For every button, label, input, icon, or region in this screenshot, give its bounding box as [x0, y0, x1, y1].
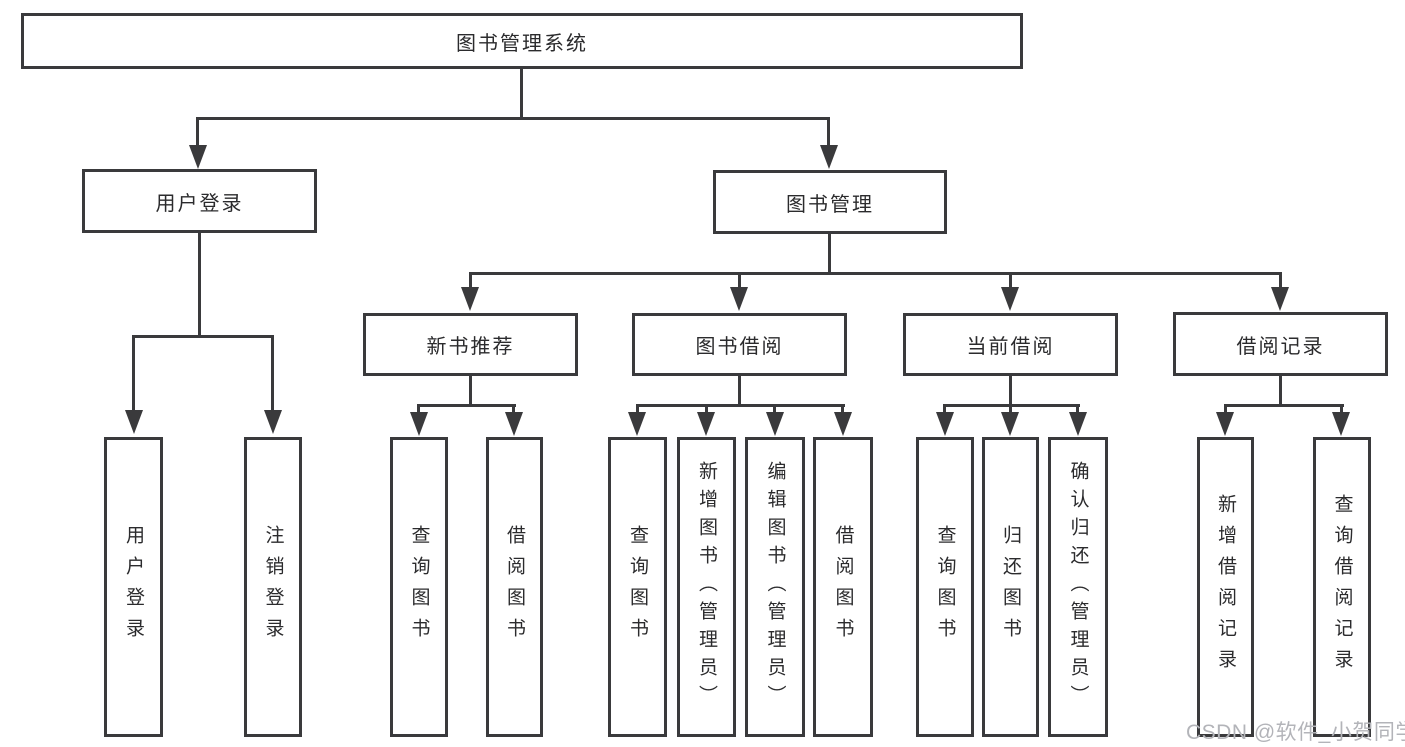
connector-drop	[512, 404, 515, 414]
leaf-query-books-2: 查询图书	[608, 437, 667, 737]
leaf-query-books-1: 查询图书	[390, 437, 448, 737]
arrow-down-icon	[189, 145, 207, 169]
leaf-add-books-admin: 新增图书（管理员）	[677, 437, 736, 737]
arrow-down-icon	[834, 412, 852, 436]
connector-root-bar	[196, 117, 830, 120]
connector-borrow-records-stem	[1279, 376, 1282, 406]
arrow-down-icon	[505, 412, 523, 436]
connector-borrow-records-bar	[1224, 404, 1344, 407]
connector-book-mgmt-drop	[827, 117, 830, 147]
connector-level3-bar	[469, 272, 1282, 275]
leaf-query-borrow-record: 查询借阅记录	[1313, 437, 1371, 737]
arrow-down-icon	[1001, 287, 1019, 311]
arrow-down-icon	[936, 412, 954, 436]
node-current-borrow: 当前借阅	[903, 313, 1118, 376]
arrow-down-icon	[410, 412, 428, 436]
leaf-query-books-3: 查询图书	[916, 437, 974, 737]
node-borrow-records: 借阅记录	[1173, 312, 1388, 376]
connector-drop	[636, 404, 639, 414]
arrow-down-icon	[820, 145, 838, 169]
arrow-down-icon	[1332, 412, 1350, 436]
connector-leaf-logout-drop	[271, 335, 274, 412]
connector-book-borrow-stem	[738, 376, 741, 406]
connector-user-login-drop	[196, 117, 199, 147]
connector-drop	[417, 404, 420, 414]
connector-user-login-bar	[132, 335, 274, 338]
leaf-borrow-books-2: 借阅图书	[813, 437, 873, 737]
node-new-book-recommend: 新书推荐	[363, 313, 578, 376]
leaf-edit-books-admin: 编辑图书（管理员）	[745, 437, 805, 737]
arrow-down-icon	[628, 412, 646, 436]
connector-drop	[1340, 404, 1343, 414]
connector-leaf-user-login-drop	[132, 335, 135, 412]
connector-new-book-stem	[469, 376, 472, 406]
node-root: 图书管理系统	[21, 13, 1023, 69]
arrow-down-icon	[766, 412, 784, 436]
connector-drop	[841, 404, 844, 414]
csdn-watermark: CSDN @软件_小贺同学	[1186, 721, 1405, 744]
arrow-down-icon	[1271, 287, 1289, 311]
leaf-user-login: 用户登录	[104, 437, 163, 737]
connector-drop	[1076, 404, 1079, 414]
node-book-management: 图书管理	[713, 170, 947, 234]
connector-current-borrow-stem	[1009, 376, 1012, 406]
connector-borrow-records-drop	[1279, 272, 1282, 289]
arrow-down-icon	[1216, 412, 1234, 436]
connector-drop	[1224, 404, 1227, 414]
arrow-down-icon	[264, 410, 282, 434]
connector-root-stem	[520, 69, 523, 117]
connector-user-login-stem	[198, 233, 201, 337]
leaf-add-borrow-record: 新增借阅记录	[1197, 437, 1254, 737]
connector-new-book-bar	[417, 404, 516, 407]
arrow-down-icon	[730, 287, 748, 311]
connector-book-borrow-bar	[636, 404, 845, 407]
connector-new-book-drop	[469, 272, 472, 289]
connector-drop	[705, 404, 708, 414]
leaf-borrow-books-1: 借阅图书	[486, 437, 543, 737]
connector-current-borrow-drop	[1009, 272, 1012, 289]
arrow-down-icon	[1069, 412, 1087, 436]
arrow-down-icon	[125, 410, 143, 434]
arrow-down-icon	[1001, 412, 1019, 436]
node-book-borrow: 图书借阅	[632, 313, 847, 376]
connector-drop	[1009, 404, 1012, 414]
arrow-down-icon	[461, 287, 479, 311]
leaf-logout: 注销登录	[244, 437, 302, 737]
leaf-return-books: 归还图书	[982, 437, 1039, 737]
node-user-login: 用户登录	[82, 169, 317, 233]
connector-drop	[943, 404, 946, 414]
connector-drop	[773, 404, 776, 414]
arrow-down-icon	[697, 412, 715, 436]
connector-book-borrow-drop	[738, 272, 741, 289]
connector-book-mgmt-stem	[828, 234, 831, 274]
leaf-confirm-return-admin: 确认归还（管理员）	[1048, 437, 1108, 737]
